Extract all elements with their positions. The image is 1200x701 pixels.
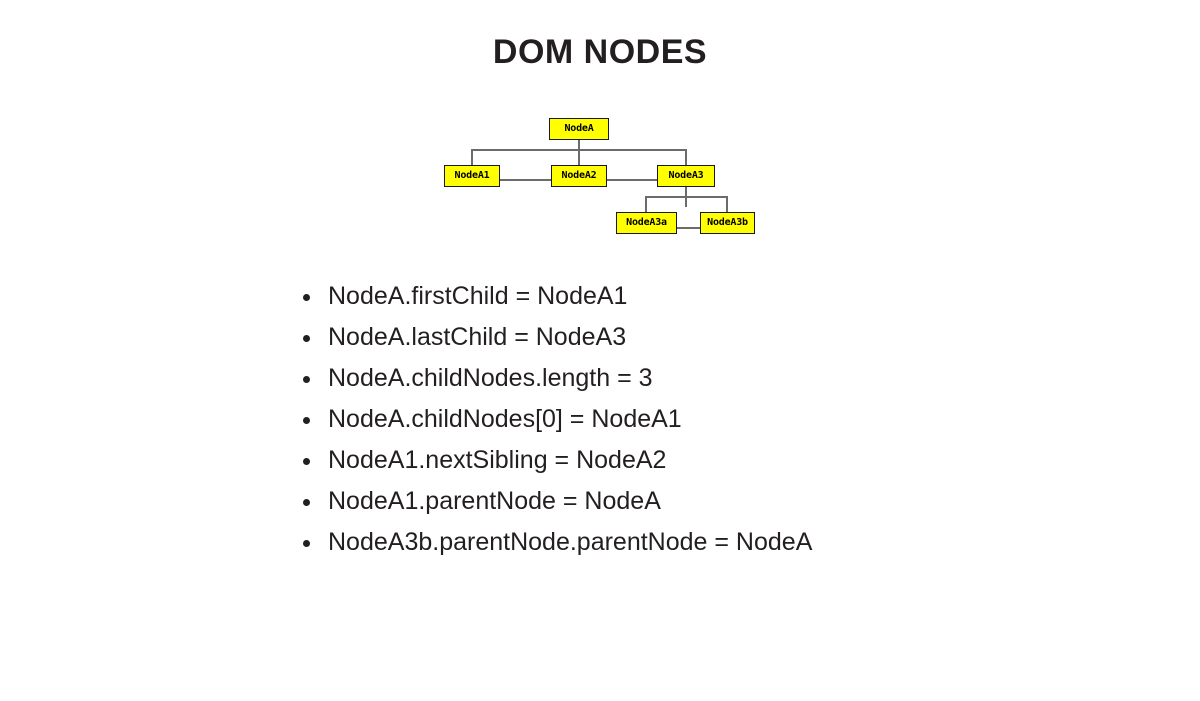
page-title: DOM NODES xyxy=(492,33,708,71)
bullet-icon xyxy=(303,417,310,424)
dom-node-tree-diagram: NodeA NodeA1 NodeA2 NodeA3 NodeA3a NodeA… xyxy=(430,110,770,245)
edge-to-nodea3b xyxy=(726,196,728,213)
bullet-icon xyxy=(303,376,310,383)
list-item: NodeA1.nextSibling = NodeA2 xyxy=(296,440,1156,481)
tree-node-nodea[interactable]: NodeA xyxy=(549,118,609,140)
edge-to-nodea3a xyxy=(645,196,647,213)
list-item-text: NodeA1.parentNode = NodeA xyxy=(328,487,661,515)
list-item-text: NodeA.lastChild = NodeA3 xyxy=(328,323,627,351)
bullet-icon xyxy=(303,335,310,342)
list-item: NodeA3b.parentNode.parentNode = NodeA xyxy=(296,522,1156,563)
bullet-icon xyxy=(303,294,310,301)
list-item: NodeA.firstChild = NodeA1 xyxy=(296,276,1156,317)
list-item-text: NodeA.childNodes.length = 3 xyxy=(328,364,653,392)
list-item-text: NodeA1.nextSibling = NodeA2 xyxy=(328,446,667,474)
edge-to-nodea3 xyxy=(685,149,687,166)
bullet-icon xyxy=(303,458,310,465)
tree-node-nodea3b[interactable]: NodeA3b xyxy=(700,212,755,234)
list-item: NodeA.childNodes.length = 3 xyxy=(296,358,1156,399)
edge-sibling-a2-a3 xyxy=(607,179,657,181)
list-item-text: NodeA.childNodes[0] = NodeA1 xyxy=(328,405,682,433)
edge-sibling-a3a-a3b xyxy=(676,227,701,229)
list-item-text: NodeA.firstChild = NodeA1 xyxy=(328,282,628,310)
edge-sibling-a1-a2 xyxy=(500,179,551,181)
list-item: NodeA.lastChild = NodeA3 xyxy=(296,317,1156,358)
tree-node-nodea2[interactable]: NodeA2 xyxy=(551,165,607,187)
edge-bus-level2 xyxy=(645,196,727,198)
dom-property-list: NodeA.firstChild = NodeA1 NodeA.lastChil… xyxy=(296,276,1156,563)
list-item: NodeA.childNodes[0] = NodeA1 xyxy=(296,399,1156,440)
list-item-text: NodeA3b.parentNode.parentNode = NodeA xyxy=(328,528,813,556)
edge-to-nodea2 xyxy=(578,149,580,166)
list-item: NodeA1.parentNode = NodeA xyxy=(296,481,1156,522)
bullet-icon xyxy=(303,499,310,506)
tree-node-nodea1[interactable]: NodeA1 xyxy=(444,165,500,187)
bullet-icon xyxy=(303,540,310,547)
tree-node-nodea3a[interactable]: NodeA3a xyxy=(616,212,677,234)
tree-node-nodea3[interactable]: NodeA3 xyxy=(657,165,715,187)
edge-to-nodea1 xyxy=(471,149,473,166)
